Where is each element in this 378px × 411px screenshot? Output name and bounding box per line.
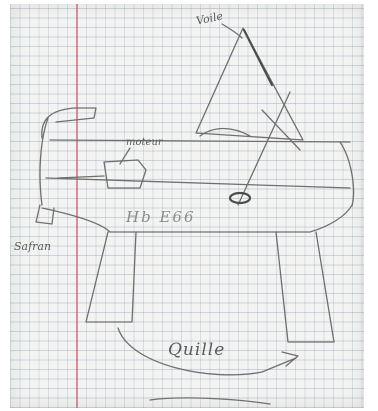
moteur-arrow bbox=[120, 148, 130, 164]
hull-label: Hb E66 bbox=[126, 208, 196, 226]
moteur-label: moteur bbox=[126, 137, 163, 148]
mast bbox=[238, 92, 290, 205]
page-bottom-scribble bbox=[150, 398, 270, 404]
keel-right bbox=[276, 232, 334, 342]
hull-bottom bbox=[42, 205, 352, 232]
engine-shape bbox=[104, 160, 146, 188]
bow bbox=[340, 142, 354, 206]
tiller bbox=[42, 108, 96, 138]
rudder bbox=[36, 205, 54, 224]
quille-label: Quille bbox=[168, 340, 225, 360]
voile-arrow bbox=[222, 24, 242, 38]
waterline bbox=[46, 178, 350, 188]
sail bbox=[196, 28, 303, 140]
engine-shaft bbox=[58, 176, 104, 178]
deck-line bbox=[50, 140, 350, 142]
quille-arrow-head bbox=[282, 352, 298, 366]
sail-edge bbox=[244, 30, 272, 85]
safran-label: Safran bbox=[14, 240, 51, 253]
stern bbox=[40, 118, 48, 205]
keel-left bbox=[86, 232, 136, 322]
rigging-line bbox=[262, 110, 300, 150]
